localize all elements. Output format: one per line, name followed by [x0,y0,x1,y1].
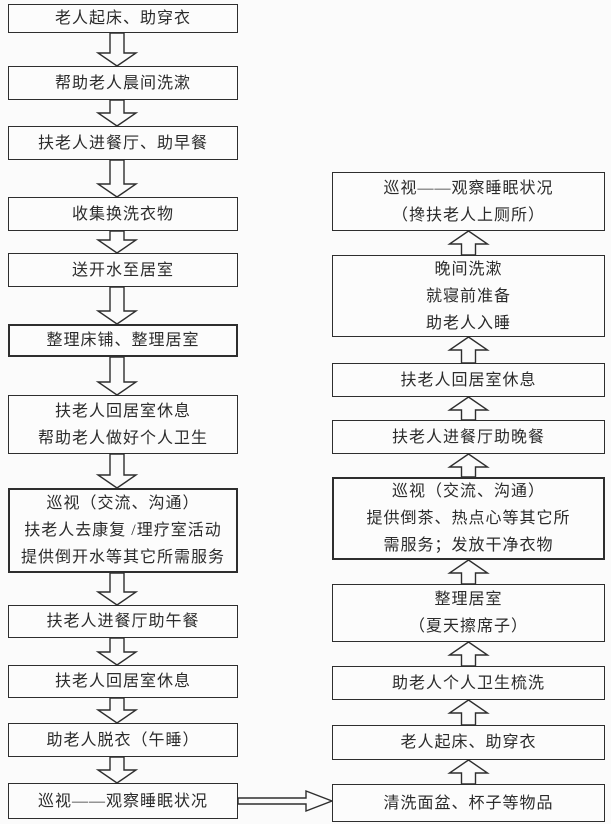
flow-node-L2: 帮助老人晨间洗漱 [8,66,238,100]
arrow-down [95,756,139,784]
arrow-up [447,230,490,256]
arrow-down [95,286,139,325]
arrow-up [447,559,490,585]
arrow-up [447,336,490,364]
arrow-down [95,32,139,67]
arrow-down [95,356,139,396]
flow-node-R7: 扶老人回居室休息 [332,363,605,397]
arrow-down [95,637,139,666]
arrow-down [95,572,139,606]
arrow-down [95,159,139,198]
flow-node-R1: 清洗面盆、杯子等物品 [332,784,605,822]
flow-node-R5: 巡视（交流、沟通） 提供倒茶、热点心等其它所 需服务；发放干净衣物 [332,477,605,560]
arrow-down [95,99,139,127]
flow-node-R4: 整理居室 （夏天擦席子） [332,584,605,642]
flow-node-L10: 扶老人回居室休息 [8,665,238,698]
flow-node-L5: 送开水至居室 [8,253,238,287]
arrow-up [447,453,490,478]
arrow-down [95,697,139,724]
flow-node-R9: 巡视——观察睡眠状况 （搀扶老人上厕所） [332,172,605,231]
flow-node-L8: 巡视（交流、沟通） 扶老人去康复 /理疗室活动 提供倒开水等其它所需服务 [8,488,238,573]
flow-node-L6: 整理床铺、整理居室 [8,324,238,357]
arrow-up [447,759,490,785]
arrow-down [95,453,139,489]
arrow-right [237,789,334,813]
arrow-up [447,396,490,421]
flow-node-L12: 巡视——观察睡眠状况 [8,783,238,819]
flow-node-L9: 扶老人进餐厅助午餐 [8,605,238,638]
flow-node-L11: 助老人脱衣（午睡） [8,723,238,757]
flow-node-R2: 老人起床、助穿衣 [332,725,605,760]
arrow-down [95,230,139,254]
arrow-up [447,641,490,667]
arrow-up [447,699,490,726]
flow-node-L4: 收集换洗衣物 [8,197,238,231]
flow-node-R6: 扶老人进餐厅助晚餐 [332,420,605,454]
flow-node-L3: 扶老人进餐厅、助早餐 [8,126,238,160]
flow-node-L1: 老人起床、助穿衣 [8,4,238,33]
flow-node-L7: 扶老人回居室休息 帮助老人做好个人卫生 [8,395,238,454]
flow-node-R8: 晚间洗漱 就寝前准备 助老人入睡 [332,255,605,337]
flow-node-R3: 助老人个人卫生梳洗 [332,666,605,700]
